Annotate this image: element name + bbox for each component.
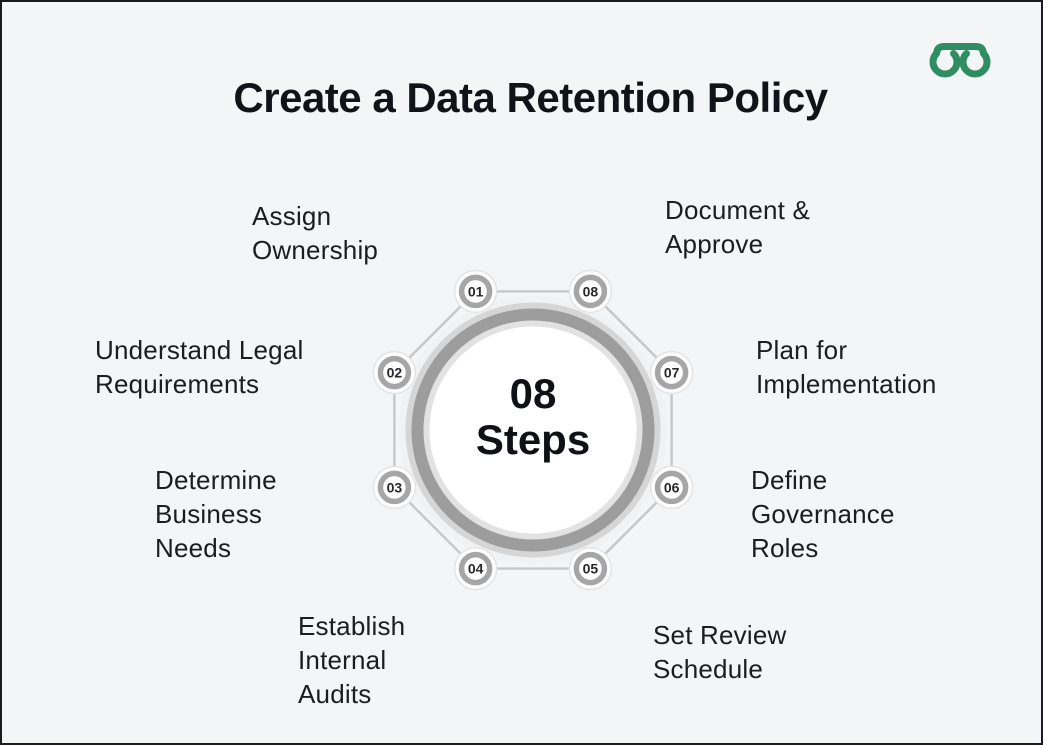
step-label-define-governance: Define Governance Roles <box>751 465 895 563</box>
step-node-03: 03 <box>372 465 417 510</box>
node-number: 08 <box>583 283 599 299</box>
node-number: 04 <box>468 561 484 577</box>
ring-inner-band <box>423 320 643 540</box>
ring-halo <box>399 296 667 564</box>
step-label-determine-business: Determine Business Needs <box>155 465 277 563</box>
steps-wheel: 01 02 03 04 05 06 07 <box>372 269 694 591</box>
wheel-center-label: 08 Steps <box>475 370 591 463</box>
node-number: 01 <box>468 283 484 299</box>
step-node-07: 07 <box>649 350 694 395</box>
center-circle <box>429 326 637 534</box>
geeksforgeeks-logo <box>929 43 991 78</box>
node-ring <box>458 551 493 586</box>
step-node-01: 01 <box>453 269 498 314</box>
step-label-document-approve: Document & Approve <box>665 195 811 259</box>
node-ring <box>458 274 493 309</box>
step-label-plan-implementation: Plan for Implementation <box>756 335 937 399</box>
page-title: Create a Data Retention Policy <box>233 74 828 121</box>
ring-main-band <box>411 308 655 552</box>
node-number: 05 <box>583 561 599 577</box>
node-ring <box>377 470 412 505</box>
node-number: 07 <box>664 365 680 381</box>
ring-outer-band <box>405 302 661 558</box>
step-node-06: 06 <box>649 465 694 510</box>
node-ring <box>573 274 608 309</box>
logo-left-bar <box>933 43 966 56</box>
node-ring <box>377 355 412 390</box>
step-node-02: 02 <box>372 350 417 395</box>
step-label-understand-legal: Understand Legal Requirements <box>95 335 304 399</box>
node-ring <box>654 355 689 390</box>
logo-left-bowl <box>929 50 961 78</box>
step-label-assign-ownership: Assign Ownership <box>252 201 379 265</box>
logo-glyphs <box>929 43 991 78</box>
step-node-05: 05 <box>568 546 613 591</box>
node-number: 03 <box>387 479 403 495</box>
node-number: 02 <box>387 365 403 381</box>
node-ring <box>654 470 689 505</box>
logo-right-bowl <box>959 50 991 78</box>
step-label-establish-audits: Establish Internal Audits <box>298 611 406 709</box>
node-ring <box>573 551 608 586</box>
step-node-04: 04 <box>453 546 498 591</box>
logo-right-bar <box>954 43 987 56</box>
step-label-set-review: Set Review Schedule <box>653 620 787 684</box>
step-node-08: 08 <box>568 269 613 314</box>
node-number: 06 <box>664 479 680 495</box>
